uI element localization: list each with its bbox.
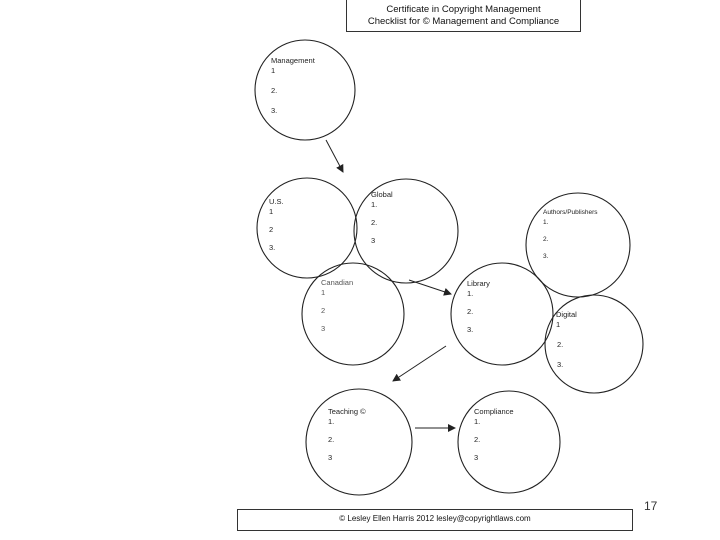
authors-node: Authors/Publishers 1. 2. 3. bbox=[543, 208, 598, 262]
teaching-title: Teaching © bbox=[328, 407, 366, 416]
compliance-node: Compliance 1. 2. 3 bbox=[474, 407, 514, 463]
title-line-1: Certificate in Copyright Management bbox=[386, 4, 541, 15]
footer-box: © Lesley Ellen Harris 2012 lesley@copyri… bbox=[237, 509, 633, 531]
management-item-3: 3. bbox=[271, 106, 278, 115]
library-item-1: 1. bbox=[467, 289, 474, 298]
digital-title: Digital bbox=[556, 310, 577, 319]
authors-item-2: 2. bbox=[543, 236, 549, 243]
digital-circle bbox=[544, 294, 644, 394]
teaching-item-2: 2. bbox=[328, 435, 335, 444]
library-item-2: 2. bbox=[467, 307, 474, 316]
digital-item-2: 2. bbox=[557, 340, 564, 349]
footer-text: © Lesley Ellen Harris 2012 lesley@copyri… bbox=[339, 514, 531, 523]
teaching-node: Teaching © 1. 2. 3 bbox=[328, 407, 366, 463]
management-title: Management bbox=[271, 56, 315, 65]
global-circle bbox=[353, 178, 459, 284]
canadian-item-2: 2 bbox=[321, 306, 326, 315]
teaching-item-3: 3 bbox=[328, 453, 333, 462]
arrow-library-to-teaching bbox=[392, 345, 447, 382]
canadian-item-1: 1 bbox=[321, 288, 326, 297]
library-circle bbox=[450, 262, 554, 366]
us-item-3: 3. bbox=[269, 243, 276, 252]
authors-item-3: 3. bbox=[543, 253, 549, 260]
compliance-item-2: 2. bbox=[474, 435, 481, 444]
canadian-title: Canadian bbox=[321, 278, 354, 287]
global-item-1: 1. bbox=[371, 200, 378, 209]
digital-item-3: 3. bbox=[557, 360, 564, 369]
global-item-3: 3 bbox=[371, 236, 376, 245]
us-circle bbox=[256, 177, 358, 279]
teaching-item-1: 1. bbox=[328, 417, 335, 426]
us-title: U.S. bbox=[269, 197, 284, 206]
compliance-title: Compliance bbox=[474, 407, 514, 416]
canadian-circle bbox=[301, 262, 405, 366]
library-item-3: 3. bbox=[467, 325, 474, 334]
us-node: U.S. 1 2 3. bbox=[269, 197, 284, 253]
canadian-item-3: 3 bbox=[321, 324, 326, 333]
library-title: Library bbox=[467, 279, 490, 288]
global-node: Global 1. 2. 3 bbox=[371, 190, 393, 246]
compliance-item-3: 3 bbox=[474, 453, 479, 462]
library-node: Library 1. 2. 3. bbox=[467, 279, 490, 335]
us-item-1: 1 bbox=[269, 207, 274, 216]
title-line-2: Checklist for © Management and Complianc… bbox=[367, 16, 560, 27]
title-box: Certificate in Copyright Management Chec… bbox=[346, 0, 581, 32]
management-node: Management 1 2. 3. bbox=[271, 56, 315, 116]
us-item-2: 2 bbox=[269, 225, 274, 234]
arrow-canadian-to-library bbox=[408, 279, 452, 296]
global-title: Global bbox=[371, 190, 393, 199]
teaching-circle bbox=[305, 388, 413, 496]
authors-item-1: 1. bbox=[543, 219, 549, 226]
page-number: 17 bbox=[644, 499, 658, 513]
management-item-1: 1 bbox=[271, 66, 276, 75]
global-item-2: 2. bbox=[371, 218, 378, 227]
compliance-circle bbox=[457, 390, 561, 494]
digital-item-1: 1 bbox=[556, 320, 561, 329]
authors-circle bbox=[525, 192, 631, 298]
compliance-item-1: 1. bbox=[474, 417, 481, 426]
digital-node: Digital 1 2. 3. bbox=[556, 310, 577, 370]
arrow-management-to-global bbox=[325, 139, 344, 173]
management-circle bbox=[254, 39, 356, 141]
canadian-node: Canadian 1 2 3 bbox=[321, 278, 353, 334]
management-item-2: 2. bbox=[271, 86, 278, 95]
authors-title: Authors/Publishers bbox=[543, 209, 598, 216]
